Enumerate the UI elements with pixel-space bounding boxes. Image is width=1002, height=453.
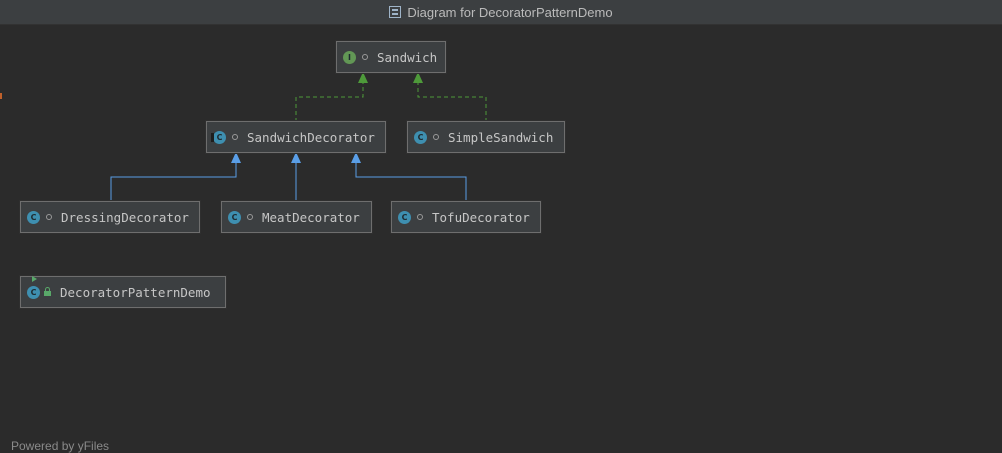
class-icon: C	[398, 210, 411, 224]
window-titlebar: Diagram for DecoratorPatternDemo	[0, 0, 1002, 25]
node-simple-sandwich[interactable]: C SimpleSandwich	[407, 121, 565, 153]
node-decorator-pattern-demo[interactable]: C DecoratorPatternDemo	[20, 276, 226, 308]
node-sandwich[interactable]: I Sandwich	[336, 41, 446, 73]
class-icon: C	[414, 130, 427, 144]
node-label: DecoratorPatternDemo	[60, 284, 211, 300]
node-label: TofuDecorator	[432, 209, 530, 225]
node-sandwich-decorator[interactable]: C SandwichDecorator	[206, 121, 386, 153]
arrowhead-extends-1	[231, 152, 241, 163]
node-label: MeatDecorator	[262, 209, 360, 225]
interface-icon: I	[343, 50, 356, 64]
package-visibility-icon	[433, 134, 439, 140]
node-tofu-decorator[interactable]: C TofuDecorator	[391, 201, 541, 233]
class-icon: C	[27, 210, 40, 224]
diagram-canvas[interactable]: I Sandwich C SandwichDecorator C SimpleS…	[0, 25, 1002, 453]
arrowhead-extends-2	[291, 152, 301, 163]
package-visibility-icon	[417, 214, 423, 220]
node-label: SimpleSandwich	[448, 129, 554, 145]
edge-tofu-extends-sandwichdecorator	[355, 163, 467, 202]
package-visibility-icon	[232, 134, 238, 140]
edge-sandwichdecorator-implements-sandwich	[295, 83, 364, 122]
edge-dressing-extends-sandwichdecorator	[110, 163, 237, 202]
package-visibility-icon	[362, 54, 368, 60]
node-label: SandwichDecorator	[247, 129, 375, 145]
arrowhead-implements-2	[413, 72, 423, 83]
package-visibility-icon	[247, 214, 253, 220]
arrowhead-extends-3	[351, 152, 361, 163]
main-class-icon: C	[27, 285, 40, 299]
run-icon	[32, 276, 37, 282]
node-meat-decorator[interactable]: C MeatDecorator	[221, 201, 372, 233]
powered-by-label: Powered by yFiles	[11, 439, 110, 453]
class-icon: C	[228, 210, 241, 224]
window-title: Diagram for DecoratorPatternDemo	[407, 4, 613, 20]
diagram-icon	[389, 6, 402, 18]
arrowhead-implements-1	[358, 72, 368, 83]
public-visibility-icon	[44, 287, 51, 296]
node-dressing-decorator[interactable]: C DressingDecorator	[20, 201, 200, 233]
edge-simplesandwich-implements-sandwich	[417, 83, 487, 122]
edge-layer	[110, 72, 487, 202]
node-label: DressingDecorator	[61, 209, 189, 225]
edge-marker	[0, 93, 2, 99]
abstract-class-icon: C	[211, 130, 226, 144]
package-visibility-icon	[46, 214, 52, 220]
node-label: Sandwich	[377, 49, 438, 65]
